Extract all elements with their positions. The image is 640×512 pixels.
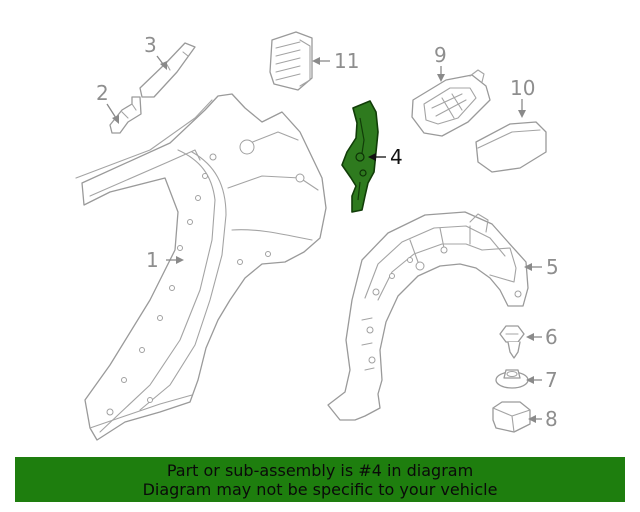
banner-line-part-number: Part or sub-assembly is #4 in diagram (166, 461, 474, 480)
part-4-bracket-highlighted[interactable] (341, 100, 379, 213)
notice-banner: Part or sub-assembly is #4 in diagram Di… (15, 457, 625, 502)
callout-4-label: 4 (390, 145, 403, 169)
callout-1: 1 (146, 248, 184, 272)
callout-9: 9 (434, 43, 447, 82)
parts-diagram: 1 2 3 4 5 6 7 8 9 10 (75, 31, 559, 441)
part-10-fuel-door[interactable] (475, 121, 547, 173)
part-2-bracket[interactable] (109, 96, 142, 134)
callout-7-label: 7 (545, 368, 558, 392)
callout-3: 3 (144, 33, 167, 70)
callout-5-label: 5 (546, 255, 559, 279)
callout-7: 7 (526, 368, 558, 392)
callout-6: 6 (526, 325, 558, 349)
callout-5: 5 (524, 255, 559, 279)
part-6-clip[interactable] (499, 325, 525, 359)
part-5-wheelhouse-liner[interactable] (327, 211, 529, 421)
part-8-retainer[interactable] (492, 401, 531, 433)
callout-2: 2 (96, 81, 119, 124)
callout-10-label: 10 (510, 76, 535, 100)
callout-3-label: 3 (144, 33, 157, 57)
callout-1-label: 1 (146, 248, 159, 272)
callout-6-label: 6 (545, 325, 558, 349)
callout-8-label: 8 (545, 407, 558, 431)
callout-11-label: 11 (334, 49, 359, 73)
callout-8: 8 (528, 407, 558, 431)
banner-line-disclaimer: Diagram may not be specific to your vehi… (142, 480, 498, 499)
callout-2-label: 2 (96, 81, 109, 105)
callout-4: 4 (368, 145, 403, 169)
callout-9-label: 9 (434, 43, 447, 67)
callout-10: 10 (510, 76, 535, 118)
part-1-quarter-panel[interactable] (75, 93, 327, 441)
part-11-vent[interactable] (269, 31, 313, 91)
callout-11: 11 (312, 49, 359, 73)
part-7-nut[interactable] (495, 369, 529, 389)
part-9-fuel-housing[interactable] (411, 69, 491, 137)
